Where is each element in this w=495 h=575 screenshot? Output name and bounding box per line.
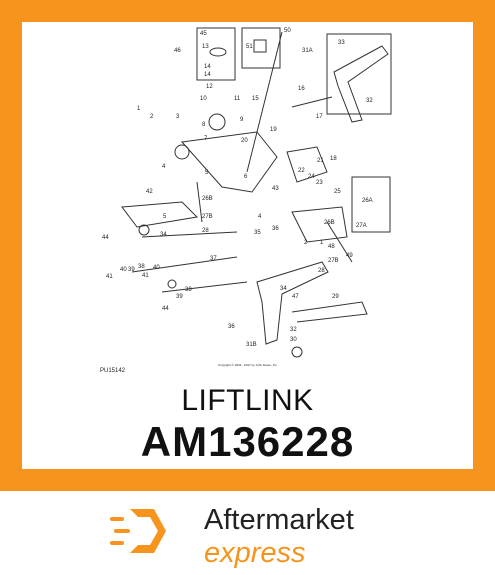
svg-text:47: 47	[292, 294, 299, 300]
svg-text:30: 30	[290, 337, 297, 343]
svg-text:31A: 31A	[302, 48, 313, 54]
brand-name-line1: Aftermarket	[204, 504, 354, 536]
svg-text:19: 19	[270, 127, 277, 133]
svg-text:36: 36	[272, 226, 279, 232]
brand-logo-icon	[110, 509, 166, 553]
svg-text:32: 32	[366, 98, 373, 104]
svg-text:21: 21	[317, 158, 324, 164]
svg-text:28: 28	[318, 268, 325, 274]
svg-text:32: 32	[290, 327, 297, 333]
svg-text:39: 39	[128, 267, 135, 273]
svg-text:34: 34	[280, 286, 287, 292]
svg-text:14: 14	[204, 64, 211, 70]
svg-text:44: 44	[102, 235, 109, 241]
svg-text:14: 14	[204, 72, 211, 78]
svg-text:20: 20	[241, 138, 248, 144]
svg-text:28: 28	[202, 228, 209, 234]
footer	[0, 491, 495, 575]
svg-text:38: 38	[185, 287, 192, 293]
svg-text:3: 3	[176, 114, 180, 120]
svg-text:37: 37	[210, 256, 217, 262]
svg-text:2: 2	[150, 114, 154, 120]
svg-text:27B: 27B	[328, 258, 339, 264]
svg-text:41: 41	[142, 273, 149, 279]
svg-text:16: 16	[298, 86, 305, 92]
svg-text:51: 51	[246, 44, 253, 50]
svg-text:4: 4	[162, 164, 166, 170]
svg-text:7: 7	[204, 136, 208, 142]
svg-text:9: 9	[240, 117, 244, 123]
svg-text:36: 36	[228, 324, 235, 330]
svg-text:41: 41	[106, 274, 113, 280]
svg-text:26B: 26B	[324, 220, 335, 226]
svg-text:25: 25	[334, 189, 341, 195]
svg-text:23: 23	[316, 180, 323, 186]
svg-text:40: 40	[153, 265, 160, 271]
svg-text:4: 4	[258, 214, 262, 220]
svg-text:8: 8	[202, 122, 206, 128]
svg-text:26B: 26B	[202, 196, 213, 202]
svg-text:27A: 27A	[356, 223, 367, 229]
svg-text:43: 43	[272, 186, 279, 192]
svg-text:5: 5	[205, 170, 209, 176]
svg-text:34: 34	[160, 232, 167, 238]
svg-text:22: 22	[298, 168, 305, 174]
svg-text:46: 46	[174, 48, 181, 54]
svg-text:42: 42	[146, 189, 153, 195]
svg-text:39: 39	[176, 294, 183, 300]
svg-text:40: 40	[120, 267, 127, 273]
svg-text:6: 6	[244, 174, 248, 180]
svg-text:15: 15	[252, 96, 259, 102]
svg-text:49: 49	[346, 253, 353, 259]
part-name: LIFTLINK	[181, 384, 314, 417]
svg-text:44: 44	[162, 306, 169, 312]
diagram-copyright: Copyright © 2004 - 2017 by John Deere, I…	[218, 363, 278, 367]
svg-text:35: 35	[254, 230, 261, 236]
svg-text:1: 1	[320, 240, 324, 246]
svg-text:1: 1	[137, 106, 141, 112]
svg-text:5: 5	[163, 214, 167, 220]
svg-text:13: 13	[202, 44, 209, 50]
svg-text:48: 48	[328, 244, 335, 250]
svg-text:50: 50	[284, 28, 291, 34]
svg-text:45: 45	[200, 31, 207, 37]
svg-text:33: 33	[338, 40, 345, 46]
diagram-code: PU15142	[100, 368, 126, 374]
svg-text:17: 17	[316, 114, 323, 120]
svg-text:29: 29	[332, 294, 339, 300]
svg-text:26A: 26A	[362, 198, 373, 204]
svg-text:27B: 27B	[202, 214, 213, 220]
svg-text:2: 2	[304, 240, 308, 246]
svg-text:11: 11	[234, 96, 241, 102]
svg-text:10: 10	[200, 96, 207, 102]
svg-text:18: 18	[330, 156, 337, 162]
svg-text:24: 24	[308, 174, 315, 180]
svg-text:12: 12	[206, 84, 213, 90]
part-number: AM136228	[140, 418, 355, 465]
svg-text:38: 38	[138, 264, 145, 270]
svg-text:31B: 31B	[246, 342, 257, 348]
brand-name-line2: express	[204, 537, 306, 569]
